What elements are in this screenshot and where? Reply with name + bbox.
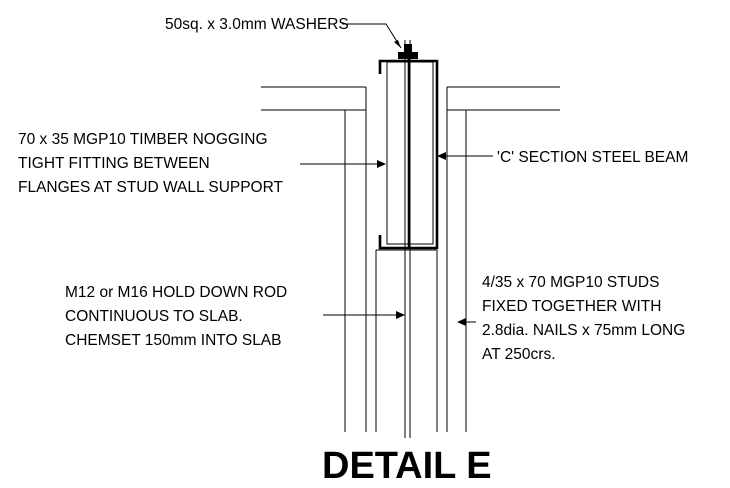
washers-label: 50sq. x 3.0mm WASHERS — [165, 16, 349, 33]
nut — [404, 44, 412, 52]
stud-pack — [375, 249, 438, 432]
hold-down-rod — [404, 40, 411, 438]
left-floor-structure — [261, 86, 367, 432]
studs-label-line-3: 2.8dia. NAILS x 75mm LONG — [482, 322, 685, 339]
c-section-outline — [378, 59, 439, 250]
washer-and-nut — [398, 44, 418, 59]
rod-label: M12 or M16 HOLD DOWN ROD CONTINUOUS TO S… — [65, 284, 287, 349]
nogging-label-line-1: 70 x 35 MGP10 TIMBER NOGGING — [18, 131, 268, 148]
nogging-leader-arrowhead — [377, 160, 386, 168]
right-floor-structure — [446, 86, 560, 432]
rod-leader-arrowhead — [396, 311, 405, 319]
rod-label-line-1: M12 or M16 HOLD DOWN ROD — [65, 284, 287, 301]
washers-leader — [342, 23, 402, 49]
leaders — [300, 23, 493, 326]
beam-leader-arrowhead — [437, 152, 446, 160]
detail-title: DETAIL E — [322, 445, 492, 487]
studs-label: 4/35 x 70 MGP10 STUDS FIXED TOGETHER WIT… — [482, 274, 685, 363]
washer — [398, 52, 418, 59]
studs-label-line-2: FIXED TOGETHER WITH — [482, 298, 661, 315]
washers-leader-arrowhead — [394, 40, 401, 48]
studs-label-line-4: AT 250crs. — [482, 346, 556, 363]
nogging-label: 70 x 35 MGP10 TIMBER NOGGING TIGHT FITTI… — [18, 131, 284, 196]
nogging-label-line-2: TIGHT FITTING BETWEEN — [18, 155, 210, 172]
beam-label: 'C' SECTION STEEL BEAM — [497, 149, 688, 166]
nogging-label-line-3: FLANGES AT STUD WALL SUPPORT — [18, 179, 284, 196]
rod-label-line-3: CHEMSET 150mm INTO SLAB — [65, 332, 282, 349]
rod-label-line-2: CONTINUOUS TO SLAB. — [65, 308, 243, 325]
c-section-steel-beam — [378, 58, 439, 250]
studs-leader-arrowhead — [457, 318, 466, 326]
studs-label-line-1: 4/35 x 70 MGP10 STUDS — [482, 274, 659, 291]
